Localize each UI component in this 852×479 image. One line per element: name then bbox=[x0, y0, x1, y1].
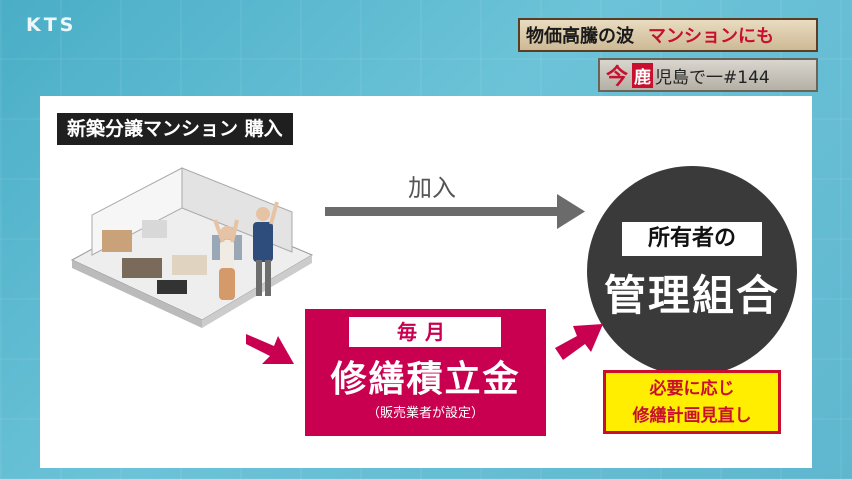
arrow-to-association-icon bbox=[555, 324, 603, 360]
arrow-to-fund-icon bbox=[246, 334, 294, 364]
title-part-1: 物価高騰の波 bbox=[526, 26, 634, 47]
review-line-2: 修繕計画見直し bbox=[632, 406, 752, 426]
broadcaster-logo: KTS bbox=[26, 14, 77, 36]
repair-fund-title: 修繕積立金 bbox=[330, 359, 521, 400]
owners-label: 所有者の bbox=[622, 222, 762, 256]
segment-box: 鹿 bbox=[632, 62, 654, 88]
title-part-2: マンションにも bbox=[648, 26, 774, 47]
management-association-label: 管理組合 bbox=[603, 271, 780, 320]
association-circle bbox=[587, 166, 797, 376]
segment-kanji: 今 bbox=[606, 65, 629, 90]
join-label: 加入 bbox=[408, 174, 456, 202]
segment-rest: 児島で一#144 bbox=[655, 67, 770, 88]
purchase-heading: 新築分譲マンション 購入 bbox=[57, 113, 293, 145]
repair-fund-note: （販売業者が設定） bbox=[366, 406, 484, 421]
review-line-1: 必要に応じ bbox=[649, 379, 735, 399]
join-arrow-icon bbox=[325, 194, 585, 229]
program-title-banner: 物価高騰の波 マンションにも bbox=[518, 18, 818, 52]
couple-illustration bbox=[213, 201, 279, 300]
monthly-label: 毎月 bbox=[349, 317, 501, 347]
plan-review-note: 必要に応じ 修繕計画見直し bbox=[603, 370, 781, 434]
segment-banner: 今 鹿 児島で一#144 bbox=[598, 58, 818, 92]
